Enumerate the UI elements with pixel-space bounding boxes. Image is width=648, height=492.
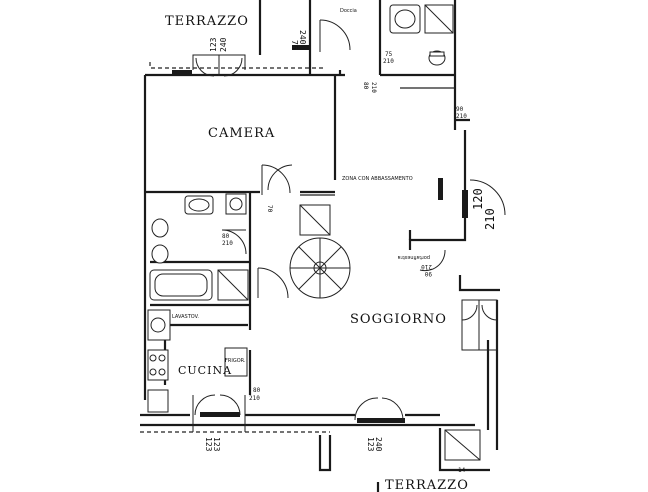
annotation-doccia: Doccia	[340, 8, 357, 14]
dim-210-r: 210	[483, 208, 497, 230]
dim-210-e: 210	[249, 395, 260, 402]
dim-75: 75	[385, 51, 393, 58]
dim-80-e: 80	[253, 387, 261, 394]
annotation-zona-abbassamento: ZONA CON ABBASSAMENTO	[342, 176, 413, 182]
dim-240-b: 240	[298, 30, 307, 45]
hatched-wall-segments	[172, 45, 468, 423]
dim-123-br: 123	[366, 437, 375, 452]
dim-80-d: 80	[222, 233, 230, 240]
dim-123-bl2: 123	[212, 437, 221, 452]
room-label-soggiorno: SOGGIORNO	[350, 312, 447, 327]
dim-210-a: 210	[383, 58, 394, 65]
dim-210-side: 210	[421, 263, 432, 270]
annotation-frigo: FRIGOR.	[225, 358, 246, 364]
dim-210-b: 210	[370, 82, 377, 93]
dim-123-top: 123	[209, 37, 218, 52]
spiral-staircase	[289, 237, 351, 299]
dim-240-top: 240	[219, 37, 228, 52]
dim-123-bl: 123	[204, 437, 213, 452]
room-label-terrazzo-bottom: TERRAZZO	[385, 478, 469, 492]
dim-70: 70	[266, 205, 273, 213]
doors	[192, 19, 506, 432]
fixtures	[147, 4, 481, 461]
annotation-lavastoviglie: LAVASTOV.	[172, 314, 199, 320]
dim-14: 14	[458, 467, 466, 474]
dim-210-d: 210	[222, 240, 233, 247]
room-label-terrazzo-top: TERRAZZO	[165, 14, 249, 29]
walls	[140, 0, 500, 492]
room-label-cucina: CUCINA	[178, 364, 232, 377]
dim-120: 120	[471, 188, 485, 210]
dimension-labels: 123 240 76 240 75 210 80 210 90 210 80 2…	[204, 30, 497, 474]
dim-80-a: 80	[362, 82, 369, 90]
dim-210-c: 210	[456, 113, 467, 120]
annotation-portafinestra: portafinestra	[398, 254, 430, 260]
room-label-camera: CAMERA	[208, 126, 275, 141]
dim-76: 76	[290, 40, 299, 50]
dim-90-c: 90	[456, 106, 464, 113]
dim-90-side: 90	[424, 270, 432, 277]
dim-240-br: 240	[374, 437, 383, 452]
